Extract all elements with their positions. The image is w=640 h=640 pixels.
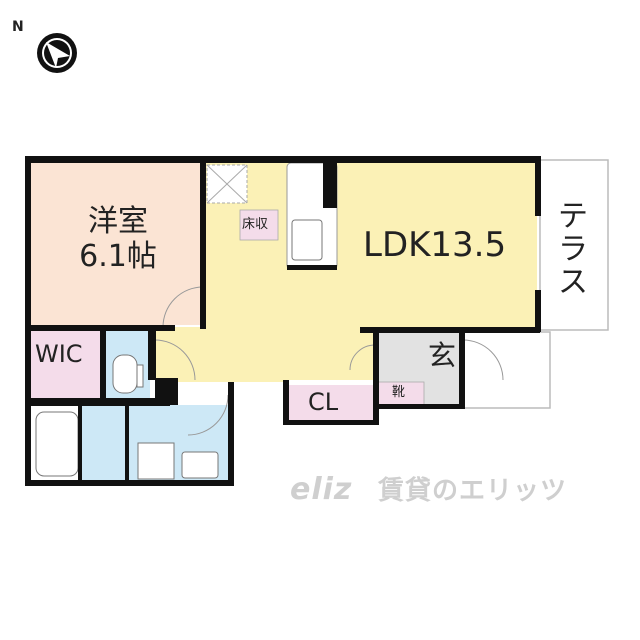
closet-area (288, 385, 373, 421)
watermark-text: 賃貸のエリッツ (378, 476, 568, 506)
washbasin-icon (181, 451, 219, 479)
north-label: N (12, 19, 24, 35)
bathtub-icon (35, 411, 79, 477)
door-swings (154, 286, 504, 436)
walls (25, 156, 541, 486)
western-room-size: 6.1帖 (79, 238, 157, 274)
kitchen-sink (291, 219, 323, 261)
western-room-label: 洋室 6.1帖 (58, 204, 178, 274)
washing-machine-icon (137, 442, 175, 480)
floor-box-icon (206, 164, 248, 204)
watermark-logo: eliz (290, 472, 353, 507)
western-room-area (30, 163, 203, 325)
ldk-label: LDK13.5 (363, 225, 507, 265)
north-arrow-icon (37, 33, 77, 73)
terrace-area (539, 159, 609, 331)
wic-label: WIC (35, 340, 83, 368)
wic-area (30, 330, 100, 400)
floor-storage-label: 床収 (242, 217, 269, 232)
western-room-name: 洋室 (88, 204, 148, 239)
entrance-label: 玄 (428, 339, 457, 372)
shoe-box-label: 靴 (392, 385, 406, 400)
toilet-icon (112, 354, 144, 394)
terrace-label: テラス (558, 199, 588, 300)
floor-storage-area (239, 209, 279, 241)
porch-area (462, 331, 551, 409)
closet-label: CL (308, 388, 339, 416)
